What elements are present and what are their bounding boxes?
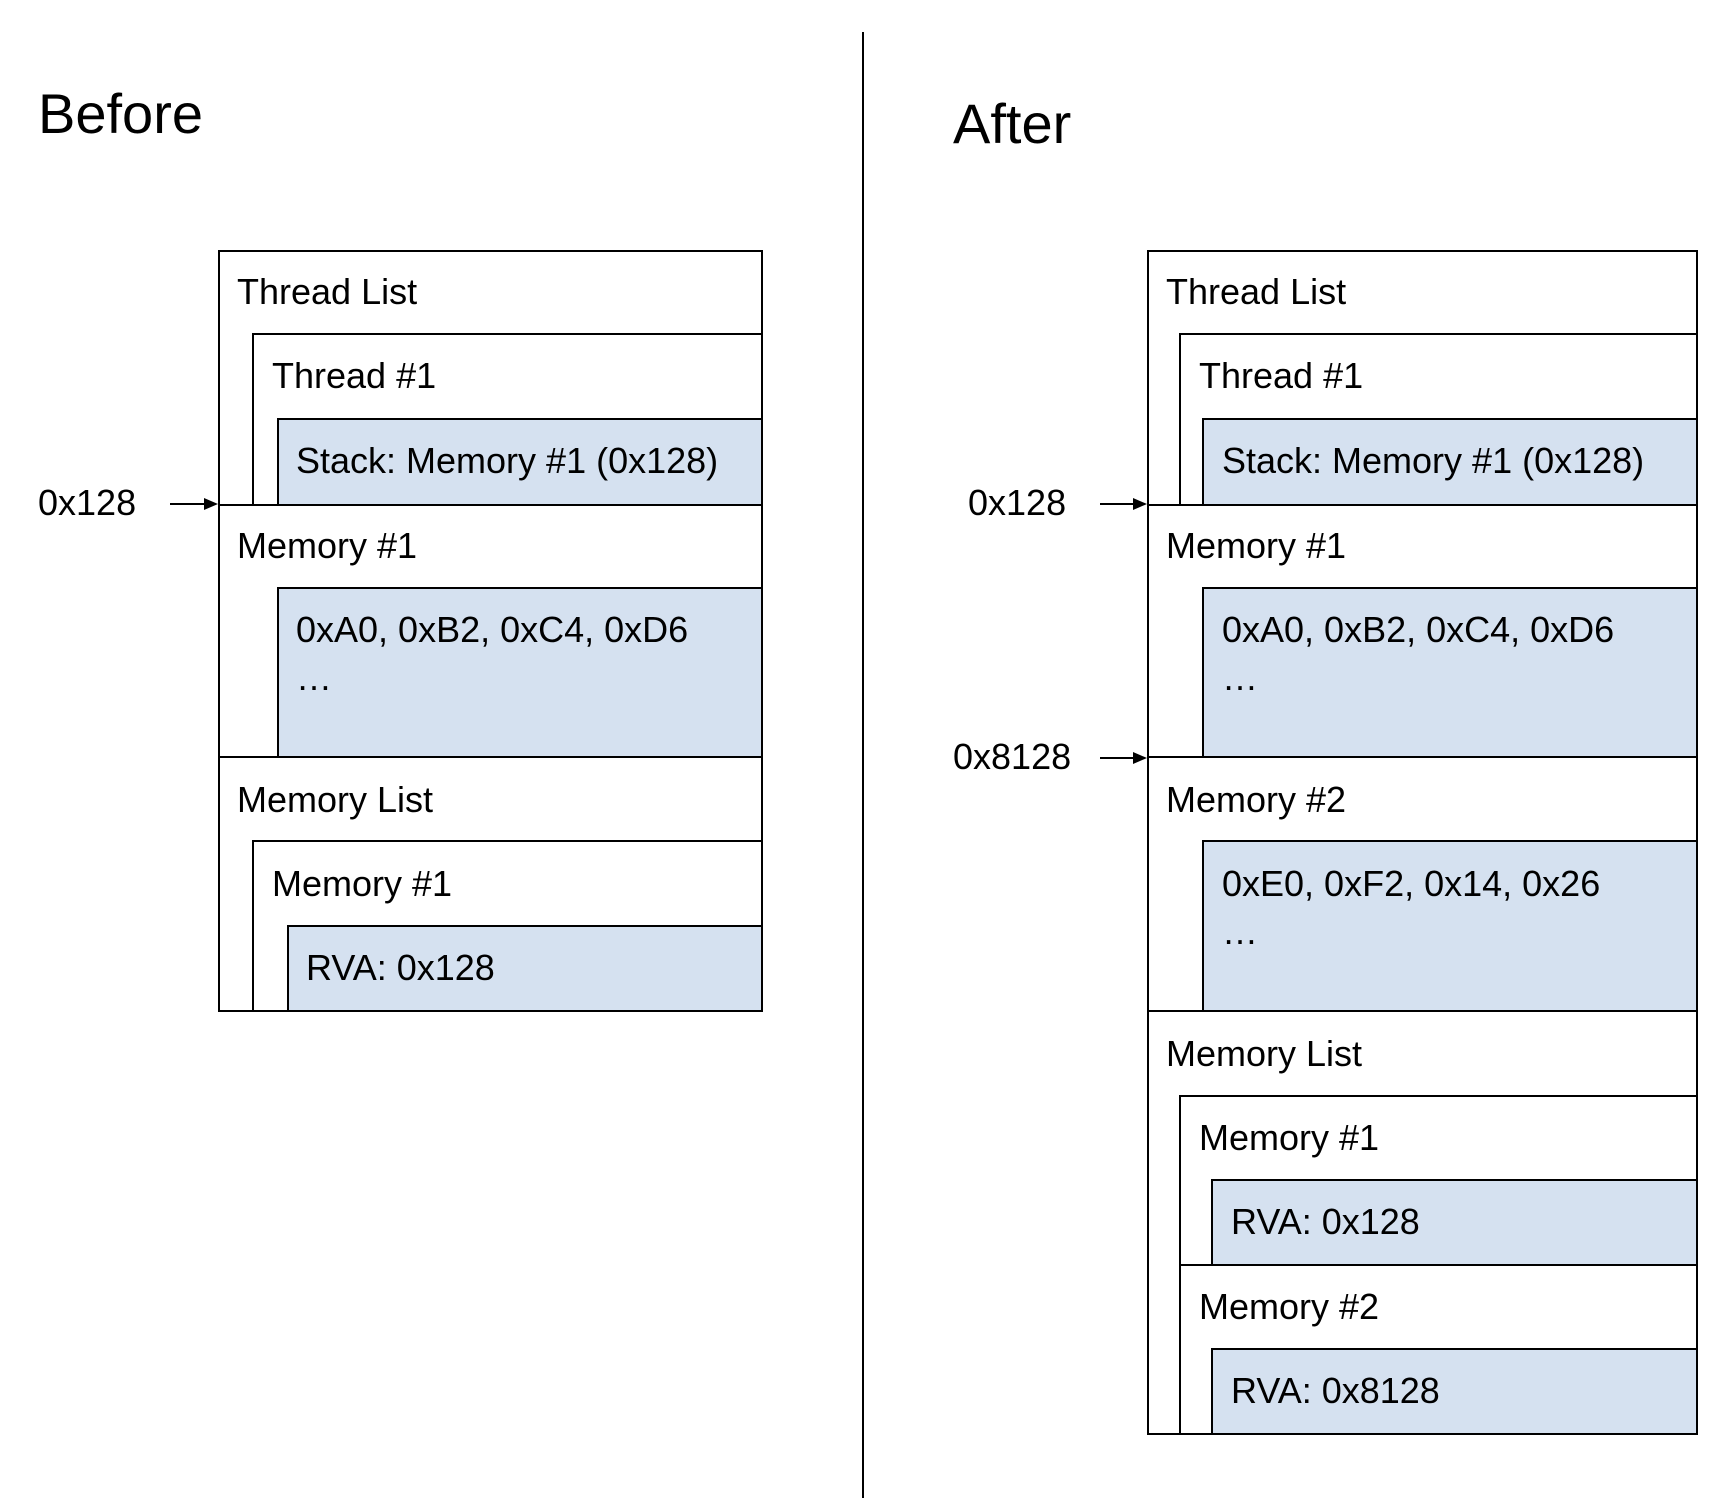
after-stack-entry-box bbox=[1202, 418, 1698, 506]
after-address-0x8128: 0x8128 bbox=[953, 736, 1072, 777]
after-memory-1-label: Memory #1 bbox=[1166, 525, 1347, 566]
after-title: After bbox=[953, 92, 1072, 155]
after-memory-2-label: Memory #2 bbox=[1166, 779, 1347, 820]
before-memory-1-bytes-box bbox=[277, 587, 763, 758]
before-thread-1-label: Thread #1 bbox=[272, 355, 437, 396]
after-list-memory-1-label: Memory #1 bbox=[1199, 1117, 1380, 1158]
after-list-memory-2-rva-box bbox=[1211, 1348, 1698, 1435]
after-pointer-2-arrowhead bbox=[1133, 752, 1147, 764]
after-memory-1-bytes: 0xA0, 0xB2, 0xC4, 0xD6 bbox=[1222, 609, 1615, 650]
after-thread-1-label: Thread #1 bbox=[1199, 355, 1364, 396]
after-pointer-1-arrowhead bbox=[1133, 498, 1147, 510]
after-memory-list-label: Memory List bbox=[1166, 1033, 1363, 1074]
after-stack-entry-label: Stack: Memory #1 (0x128) bbox=[1222, 440, 1645, 481]
after-memory-2-ellipsis: … bbox=[1222, 911, 1260, 952]
before-memory-1-ellipsis: … bbox=[296, 657, 334, 698]
after-list-memory-1-rva-box bbox=[1211, 1179, 1698, 1266]
after-memory-1-ellipsis: … bbox=[1222, 657, 1260, 698]
after-address-0x128: 0x128 bbox=[968, 482, 1067, 523]
before-address-0x128: 0x128 bbox=[38, 482, 137, 523]
after-list-memory-2-label: Memory #2 bbox=[1199, 1286, 1380, 1327]
before-thread-list-label: Thread List bbox=[237, 271, 418, 312]
after-pointer-2-arrow-line bbox=[1100, 757, 1135, 759]
after-memory-2-bytes-box bbox=[1202, 840, 1698, 1012]
before-pointer-arrow-line bbox=[170, 503, 206, 505]
before-title: Before bbox=[38, 82, 203, 145]
after-pointer-1-arrow-line bbox=[1100, 503, 1135, 505]
before-list-memory-1-label: Memory #1 bbox=[272, 863, 453, 904]
before-memory-1-label: Memory #1 bbox=[237, 525, 418, 566]
before-memory-list-label: Memory List bbox=[237, 779, 434, 820]
after-memory-2-bytes: 0xE0, 0xF2, 0x14, 0x26 bbox=[1222, 863, 1601, 904]
after-thread-list-label: Thread List bbox=[1166, 271, 1347, 312]
after-list-memory-2-rva: RVA: 0x8128 bbox=[1231, 1370, 1440, 1411]
after-memory-1-bytes-box bbox=[1202, 587, 1698, 758]
before-memory-1-bytes: 0xA0, 0xB2, 0xC4, 0xD6 bbox=[296, 609, 689, 650]
before-list-memory-1-rva: RVA: 0x128 bbox=[306, 947, 495, 988]
before-pointer-arrowhead bbox=[204, 498, 218, 510]
after-list-memory-1-rva: RVA: 0x128 bbox=[1231, 1201, 1420, 1242]
panel-divider bbox=[862, 32, 864, 1498]
before-list-memory-1-rva-box bbox=[287, 925, 763, 1012]
before-stack-entry-label: Stack: Memory #1 (0x128) bbox=[296, 440, 719, 481]
